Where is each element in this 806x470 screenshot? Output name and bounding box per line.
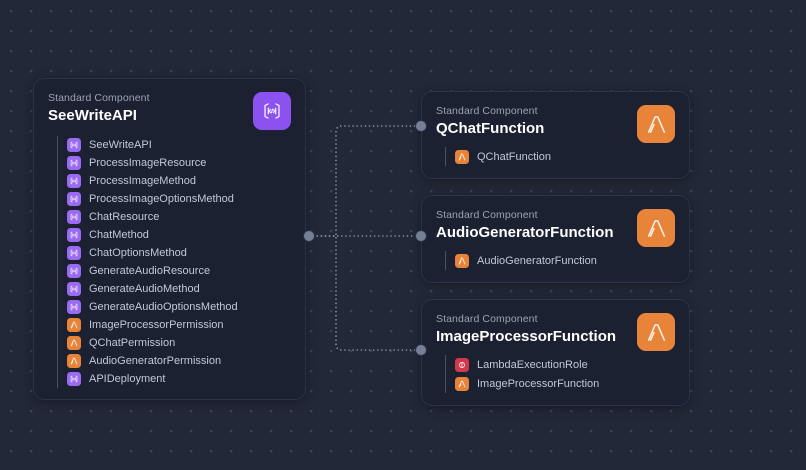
api-gateway-icon: [67, 174, 81, 188]
input-port-audiogeneratorfunction[interactable]: [415, 230, 427, 242]
lambda-icon: [67, 318, 81, 332]
api-gateway-icon: [67, 264, 81, 278]
list-item[interactable]: QChatFunction: [455, 147, 689, 166]
iam-role-icon: [455, 357, 469, 372]
node-header: Standard Component SeeWriteAPI: [34, 79, 305, 132]
resource-list: SeeWriteAPI ProcessImageResource Process…: [57, 136, 305, 388]
lambda-icon: [637, 105, 675, 143]
node-kind-label: Standard Component: [436, 313, 538, 325]
resource-label: GenerateAudioResource: [89, 265, 211, 277]
list-item[interactable]: GenerateAudioMethod: [67, 280, 305, 298]
node-header: Standard Component AudioGeneratorFunctio…: [422, 196, 689, 249]
resource-label: SeeWriteAPI: [89, 139, 152, 151]
resource-label: AudioGeneratorFunction: [477, 254, 597, 267]
resource-label: GenerateAudioMethod: [89, 283, 200, 295]
api-gateway-icon: [67, 282, 81, 296]
list-item[interactable]: ProcessImageMethod: [67, 172, 305, 190]
resource-label: ChatOptionsMethod: [89, 247, 187, 259]
resource-list: QChatFunction: [445, 147, 689, 166]
list-item[interactable]: QChatPermission: [67, 334, 305, 352]
resource-label: ImageProcessorPermission: [89, 319, 224, 331]
list-item[interactable]: LambdaExecutionRole: [455, 355, 689, 374]
api-gateway-icon: [67, 300, 81, 314]
list-item[interactable]: ChatOptionsMethod: [67, 244, 305, 262]
list-item[interactable]: GenerateAudioResource: [67, 262, 305, 280]
api-gateway-icon: [67, 210, 81, 224]
resource-label: ChatMethod: [89, 229, 149, 241]
lambda-icon: [637, 209, 675, 247]
lambda-icon: [455, 376, 469, 391]
resource-label: ProcessImageResource: [89, 157, 207, 169]
resource-label: AudioGeneratorPermission: [89, 355, 222, 367]
lambda-icon: [67, 354, 81, 368]
api-gateway-icon: [67, 192, 81, 206]
resource-label: ImageProcessorFunction: [477, 377, 600, 390]
lambda-icon: [455, 253, 469, 268]
resource-label: ProcessImageOptionsMethod: [89, 193, 234, 205]
resource-label: QChatPermission: [89, 337, 176, 349]
api-gateway-icon: [67, 138, 81, 152]
node-title: AudioGeneratorFunction: [436, 224, 614, 241]
resource-label: ChatResource: [89, 211, 160, 223]
resource-list: LambdaExecutionRole ImageProcessorFuncti…: [445, 355, 689, 393]
resource-label: GenerateAudioOptionsMethod: [89, 301, 238, 313]
list-item[interactable]: ChatResource: [67, 208, 305, 226]
api-gateway-icon: [67, 228, 81, 242]
node-title: SeeWriteAPI: [48, 107, 137, 124]
resource-label: QChatFunction: [477, 150, 551, 163]
lambda-icon: [455, 149, 469, 164]
list-item[interactable]: ImageProcessorPermission: [67, 316, 305, 334]
edge-to-qchatfunction: [308, 125, 416, 237]
list-item[interactable]: ProcessImageResource: [67, 154, 305, 172]
lambda-icon: [67, 336, 81, 350]
list-item[interactable]: ChatMethod: [67, 226, 305, 244]
api-gateway-icon: [67, 156, 81, 170]
api-gateway-icon: [253, 92, 291, 130]
edge-to-imageprocessorfunction: [308, 235, 416, 351]
list-item[interactable]: ProcessImageOptionsMethod: [67, 190, 305, 208]
node-title: QChatFunction: [436, 120, 545, 137]
list-item[interactable]: SeeWriteAPI: [67, 136, 305, 154]
input-port-imageprocessorfunction[interactable]: [415, 344, 427, 356]
node-header: Standard Component ImageProcessorFunctio…: [422, 300, 689, 353]
list-item[interactable]: GenerateAudioOptionsMethod: [67, 298, 305, 316]
api-gateway-icon: [67, 246, 81, 260]
node-audiogeneratorfunction[interactable]: Standard Component AudioGeneratorFunctio…: [421, 195, 690, 283]
node-title: ImageProcessorFunction: [436, 328, 617, 345]
node-header: Standard Component QChatFunction: [422, 92, 689, 145]
resource-label: ProcessImageMethod: [89, 175, 196, 187]
node-kind-label: Standard Component: [436, 105, 538, 117]
resource-label: LambdaExecutionRole: [477, 358, 588, 371]
node-kind-label: Standard Component: [436, 209, 538, 221]
resource-label: APIDeployment: [89, 373, 166, 385]
node-imageprocessorfunction[interactable]: Standard Component ImageProcessorFunctio…: [421, 299, 690, 406]
list-item[interactable]: ImageProcessorFunction: [455, 374, 689, 393]
list-item[interactable]: AudioGeneratorFunction: [455, 251, 689, 270]
list-item[interactable]: APIDeployment: [67, 370, 305, 388]
node-kind-label: Standard Component: [48, 92, 150, 104]
node-seewriteapi[interactable]: Standard Component SeeWriteAPI SeeWriteA…: [33, 78, 306, 400]
input-port-qchatfunction[interactable]: [415, 120, 427, 132]
resource-list: AudioGeneratorFunction: [445, 251, 689, 270]
lambda-icon: [637, 313, 675, 351]
output-port-seewriteapi[interactable]: [303, 230, 315, 242]
node-qchatfunction[interactable]: Standard Component QChatFunction QChatFu…: [421, 91, 690, 179]
api-gateway-icon: [67, 372, 81, 386]
list-item[interactable]: AudioGeneratorPermission: [67, 352, 305, 370]
